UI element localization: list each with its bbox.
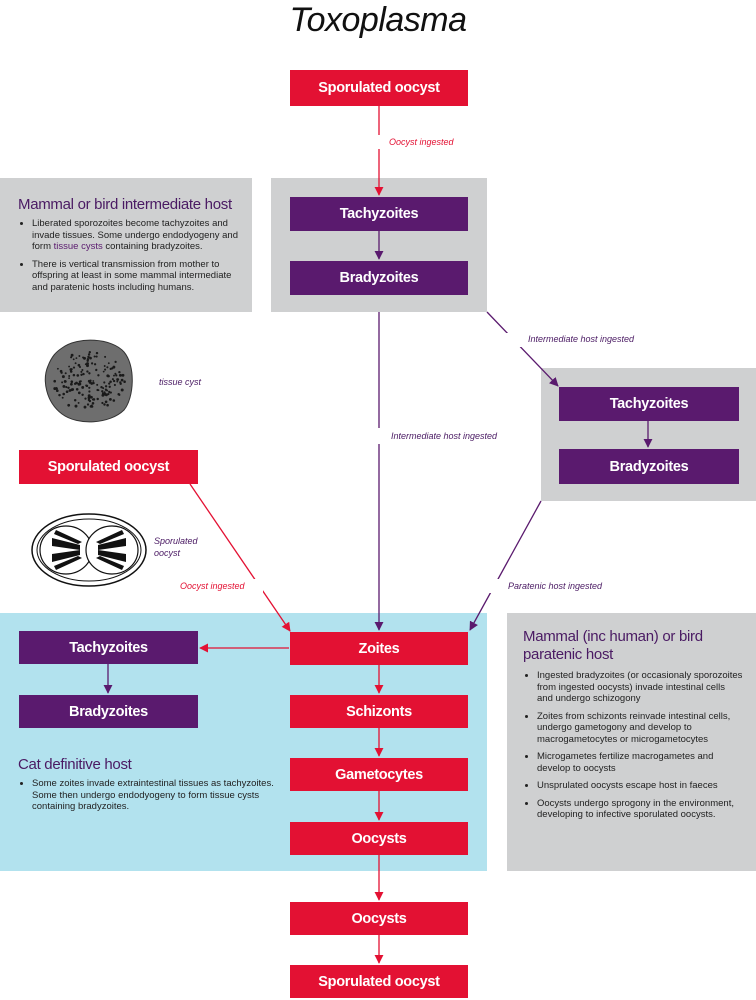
label-sporulated-line2: oocyst xyxy=(154,548,181,558)
cat-definitive-host-note-item: Some zoites invade extraintestinal tissu… xyxy=(32,778,280,813)
paratenic-host-note-item: Zoites from schizonts reinvade intestina… xyxy=(537,711,743,746)
label-oocyst-ingested-left: Oocyst ingested xyxy=(180,581,245,591)
intermediate-host-note-item: There is vertical transmission from moth… xyxy=(32,259,244,294)
top-sporulated-oocyst-box: Sporulated oocyst xyxy=(290,70,468,106)
label-intermediate-host-ingested-right: Intermediate host ingested xyxy=(528,334,635,344)
zoites-box: Zoites xyxy=(290,632,468,665)
intermediate-host-note-item: Liberated sporozoites become tachyzoites… xyxy=(32,218,244,253)
label-sporulated-oocyst-illustration: Sporulated oocyst xyxy=(154,535,198,559)
sporulated-oocyst-illustration xyxy=(31,513,147,587)
bottom-sporulated-oocyst-box: Sporulated oocyst xyxy=(290,965,468,998)
note-text: Liberated sporozoites become tachyzoites… xyxy=(32,218,238,252)
paratenic-tachyzoites-box: Tachyzoites xyxy=(559,387,739,421)
label-sporulated-line1: Sporulated xyxy=(154,536,198,546)
intermediate-host-note: Mammal or bird intermediate host Liberat… xyxy=(18,196,244,299)
cat-definitive-host-note-list: Some zoites invade extraintestinal tissu… xyxy=(18,778,280,813)
intermediate-host-note-list: Liberated sporozoites become tachyzoites… xyxy=(18,218,244,293)
note-text: containing bradyzoites. xyxy=(102,241,203,252)
gametocytes-box: Gametocytes xyxy=(290,758,468,791)
intermediate-host-note-title: Mammal or bird intermediate host xyxy=(18,196,232,213)
label-oocyst-ingested-top: Oocyst ingested xyxy=(389,137,454,147)
cat-tachyzoites-box: Tachyzoites xyxy=(19,631,198,664)
cat-definitive-host-note: Cat definitive host Some zoites invade e… xyxy=(18,756,280,819)
label-tissue-cyst: tissue cyst xyxy=(159,377,202,387)
diagram-title: Toxoplasma xyxy=(289,1,467,39)
paratenic-title-line2: paratenic host xyxy=(523,646,614,663)
arrow-intermediate-to-paratenic xyxy=(486,311,559,387)
label-paratenic-host-ingested: Paratenic host ingested xyxy=(508,581,603,591)
paratenic-host-note-item: Ingested bradyzoites (or occasionaly spo… xyxy=(537,670,743,705)
paratenic-host-note-item: Unsprulated oocysts escape host in faece… xyxy=(537,780,743,792)
intermediate-host-note-panel xyxy=(0,178,252,312)
arrow-left-oocyst-to-zoites xyxy=(189,483,291,632)
cat-oocysts-box: Oocysts xyxy=(290,822,468,855)
intermediate-tachyzoites-box: Tachyzoites xyxy=(290,197,468,231)
paratenic-host-note: Mammal (inc human) or bird paratenic hos… xyxy=(523,628,743,827)
intermediate-bradyzoites-box: Bradyzoites xyxy=(290,261,468,295)
label-intermediate-host-ingested-center: Intermediate host ingested xyxy=(391,431,498,441)
paratenic-host-note-list: Ingested bradyzoites (or occasionaly spo… xyxy=(523,670,743,821)
cat-bradyzoites-box: Bradyzoites xyxy=(19,695,198,728)
paratenic-host-note-item: Oocysts undergo sprogony in the environm… xyxy=(537,798,743,821)
paratenic-title-line1: Mammal (inc human) or bird xyxy=(523,628,703,645)
paratenic-bradyzoites-box: Bradyzoites xyxy=(559,449,739,484)
left-sporulated-oocyst-box: Sporulated oocyst xyxy=(19,450,198,484)
tissue-cysts-highlight: tissue cysts xyxy=(53,241,103,252)
environment-oocysts-box: Oocysts xyxy=(290,902,468,935)
paratenic-host-note-item: Microgametes fertilize macrogametes and … xyxy=(537,751,743,774)
arrow-paratenic-to-zoites xyxy=(469,500,542,631)
schizonts-box: Schizonts xyxy=(290,695,468,728)
paratenic-host-note-panel xyxy=(507,613,756,871)
paratenic-host-note-title: Mammal (inc human) or bird paratenic hos… xyxy=(523,628,743,664)
cat-definitive-host-note-title: Cat definitive host xyxy=(18,756,132,773)
